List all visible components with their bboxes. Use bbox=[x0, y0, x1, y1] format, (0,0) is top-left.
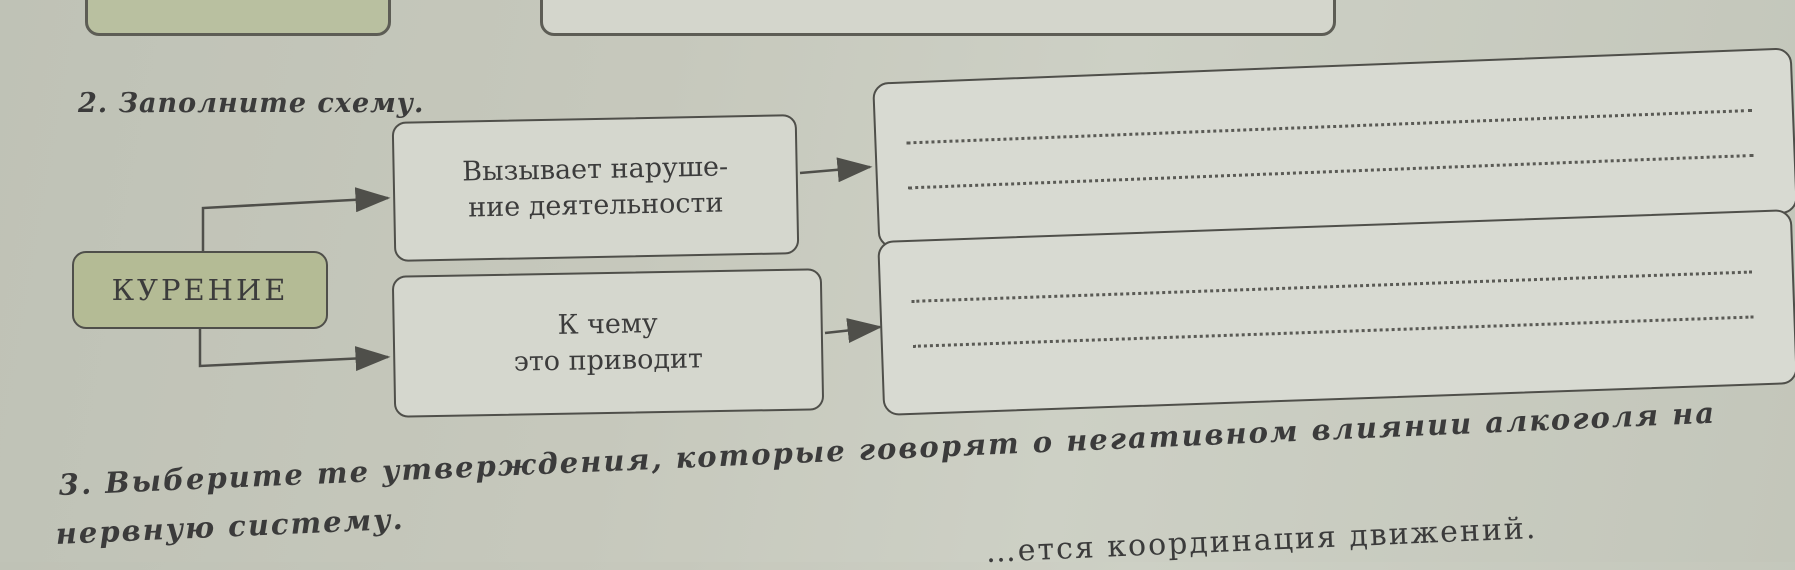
answer-line[interactable] bbox=[906, 108, 1752, 145]
smoking-root-node: КУРЕНИЕ bbox=[72, 251, 328, 329]
arrow-branch2-to-answer2 bbox=[824, 318, 883, 343]
branch-disruption-node: Вызывает наруше- ние деятельности bbox=[391, 114, 800, 262]
connector-root-to-branch2 bbox=[198, 329, 391, 372]
previous-task-box-right bbox=[540, 0, 1336, 36]
previous-task-box-left bbox=[85, 0, 391, 36]
task-2-title: 2. Заполните схему. bbox=[78, 88, 425, 119]
connector-root-to-branch1 bbox=[201, 187, 391, 252]
answer-line[interactable] bbox=[908, 153, 1754, 190]
answer-box-2[interactable] bbox=[877, 209, 1795, 416]
branch1-label: Вызывает наруше- ние деятельности bbox=[461, 151, 729, 224]
answer-line[interactable] bbox=[911, 270, 1752, 303]
arrow-branch1-to-answer1 bbox=[799, 157, 873, 183]
root-label: КУРЕНИЕ bbox=[111, 273, 289, 307]
branch-consequence-node: К чему это приводит bbox=[391, 268, 825, 418]
answer-line[interactable] bbox=[912, 315, 1754, 348]
branch2-label: К чему это приводит bbox=[513, 308, 704, 378]
